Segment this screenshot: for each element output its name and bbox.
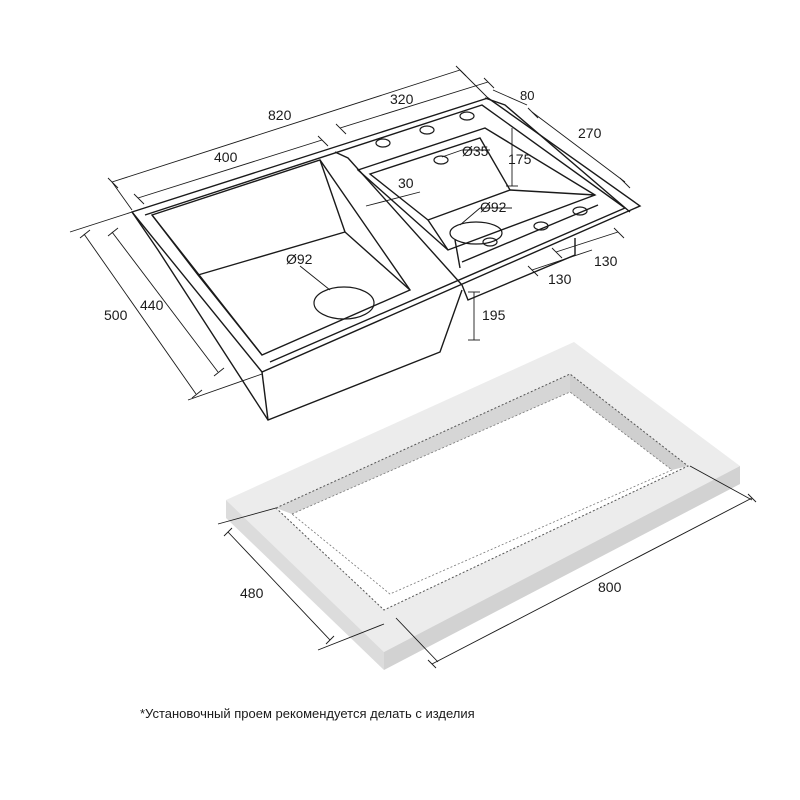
cutout-dimension-labels: 800 480	[240, 579, 622, 601]
dim-main-bowl-length: 400	[214, 149, 238, 165]
dim-width-270: 270	[578, 125, 602, 141]
drain-holes	[313, 221, 503, 320]
sink-outline	[130, 97, 642, 421]
dim-total-length: 820	[268, 107, 292, 123]
dim-depth-175: 175	[508, 151, 532, 167]
cutout-frame	[226, 342, 740, 670]
dim-drainer-length: 320	[390, 91, 414, 107]
dim-rim-80: 80	[520, 88, 534, 103]
tap-holes	[375, 111, 588, 247]
dim-drain-92-main: Ø92	[286, 251, 313, 267]
dim-width-440: 440	[140, 297, 164, 313]
dim-offset-130-b: 130	[548, 271, 572, 287]
dimension-lines	[69, 65, 631, 401]
dim-height-195: 195	[482, 307, 506, 323]
dim-hole-35: Ø35	[462, 143, 489, 159]
dim-width-500: 500	[104, 307, 128, 323]
dim-offset-30: 30	[398, 175, 414, 191]
cutout-dimension-lines	[217, 465, 757, 669]
sink-dimension-labels: 820 400 320 80 270 175 Ø35 30 Ø92 Ø92 13…	[104, 88, 618, 323]
dim-drain-92-small: Ø92	[480, 199, 507, 215]
dim-cutout-length: 800	[598, 579, 622, 595]
footnote: *Установочный проем рекомендуется делать…	[140, 706, 475, 721]
dim-cutout-width: 480	[240, 585, 264, 601]
dim-offset-130-a: 130	[594, 253, 618, 269]
